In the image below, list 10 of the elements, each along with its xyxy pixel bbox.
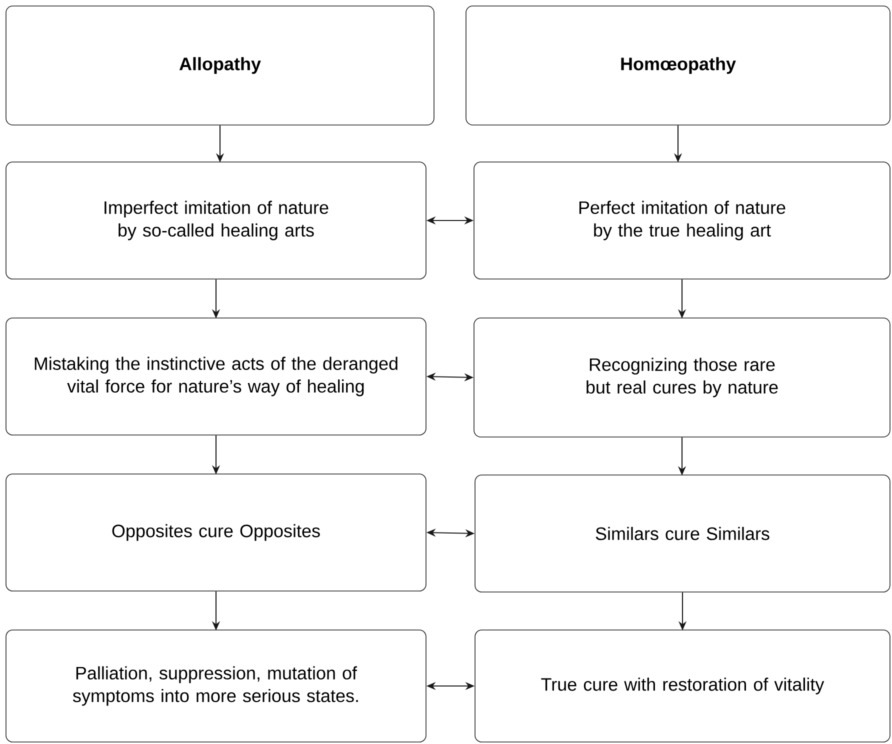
process-box: Perfect imitation of nature by the true healing art [474, 162, 890, 280]
process-box: Allopathy [6, 6, 434, 126]
process-box: Opposites cure Opposites [6, 474, 426, 592]
process-box: True cure with restoration of vitality [474, 630, 890, 742]
process-box: Imperfect imitation of nature by so-called healing arts [6, 162, 426, 280]
process-box: Homœopathy [466, 6, 890, 126]
process-box: Similars cure Similars [474, 474, 890, 592]
process-box: Mistaking the instinctive acts of the deranged vital force for nature’s way of healing [6, 318, 426, 436]
process-box: Recognizing those rare but real cures by nature [474, 318, 890, 438]
process-box: Palliation, suppression, mutation of symptoms into more serious states. [6, 630, 426, 742]
